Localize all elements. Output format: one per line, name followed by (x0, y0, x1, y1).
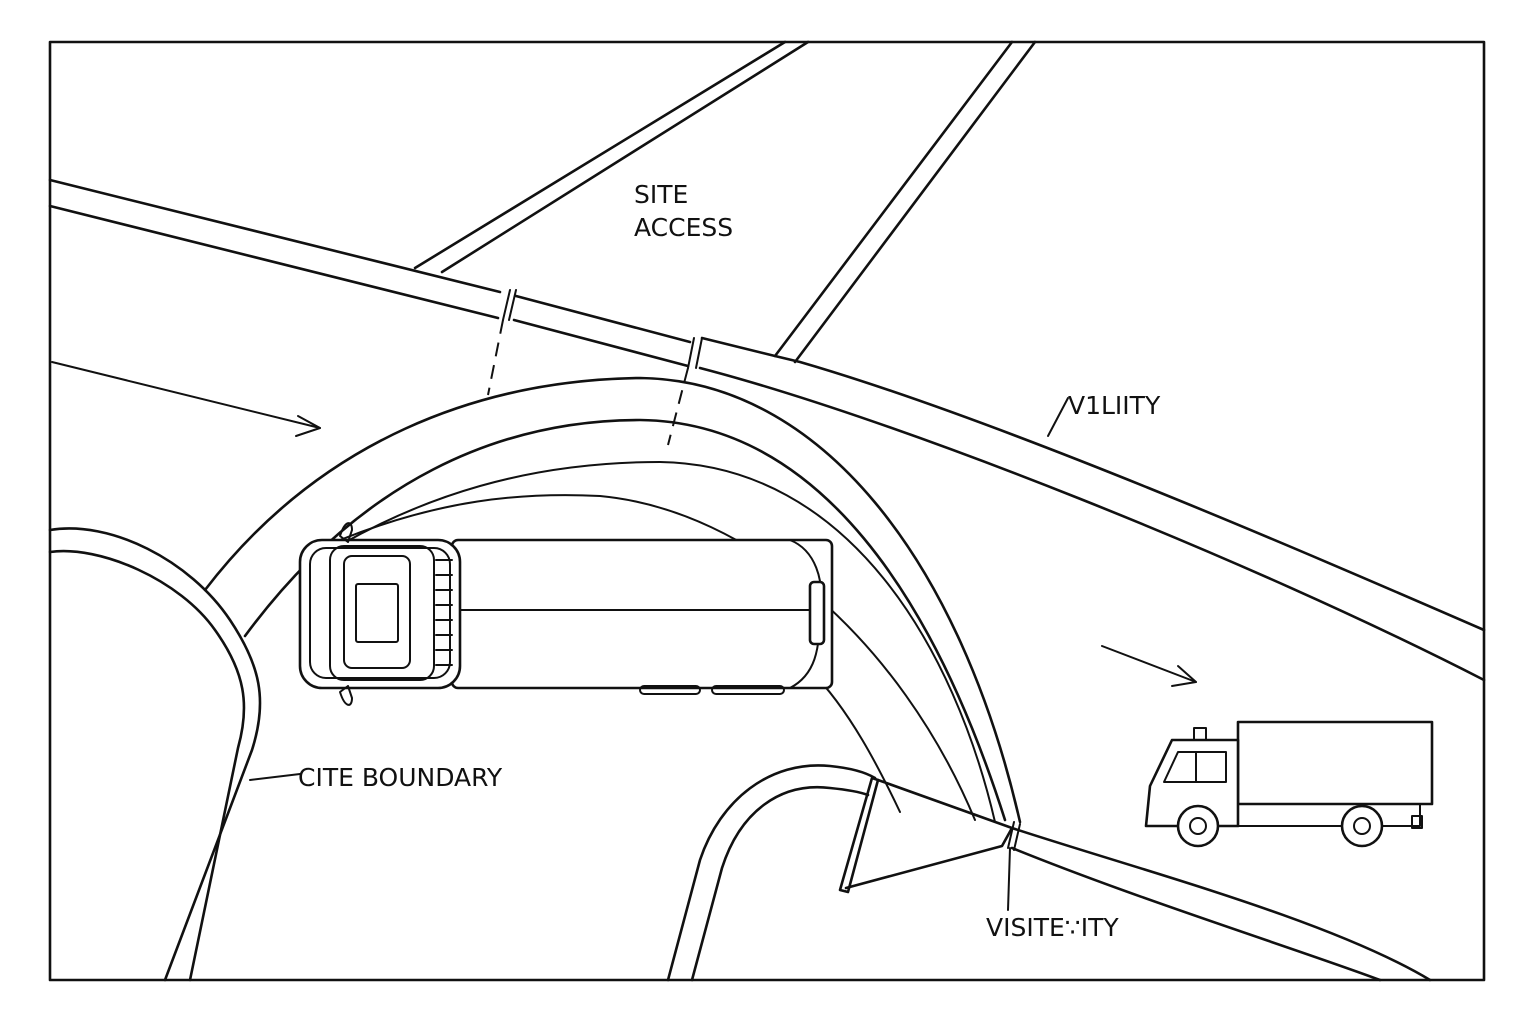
site-boundary-island (48, 527, 262, 982)
lower-road (1010, 826, 1432, 982)
site-access-label: SITE (634, 180, 688, 209)
label-leaders (249, 397, 1069, 781)
visibility-label-bottom: VISITE∵ITY (986, 913, 1119, 942)
main-road (48, 178, 1486, 682)
articulated-truck-icon (298, 522, 834, 706)
visibility-splay (838, 776, 1021, 911)
visibility-dash-lines (487, 319, 689, 446)
site-boundary-label: CITE BOUNDARY (298, 763, 503, 792)
direction-arrow-icon (1101, 645, 1197, 687)
drawing-frame (48, 40, 1486, 982)
gate-markers (502, 289, 703, 369)
site-access-label: ACCESS (634, 213, 733, 242)
direction-arrow-icon (51, 361, 321, 437)
visibility-label-top: V1LIITY (1068, 391, 1161, 420)
lower-curb (666, 764, 877, 982)
swept-path (203, 376, 1022, 824)
site-access-roads (413, 40, 1037, 364)
box-truck-icon (1144, 720, 1434, 848)
